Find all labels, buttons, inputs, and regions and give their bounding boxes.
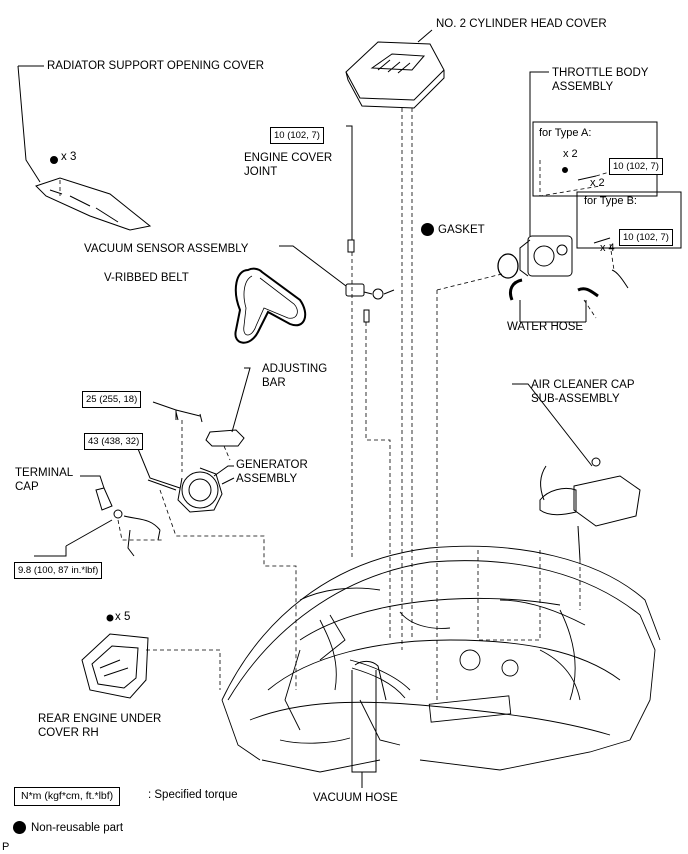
label-air-cleaner-line2: SUB-ASSEMBLY bbox=[531, 393, 620, 405]
torque-engine-cover-joint: 10 (102, 7) bbox=[270, 127, 324, 144]
label-adjusting-bar-line1: ADJUSTING bbox=[262, 363, 328, 375]
label-generator-line2: ASSEMBLY bbox=[236, 473, 298, 485]
rear-under-cover-drawing bbox=[81, 614, 149, 699]
label-generator-line1: GENERATOR bbox=[236, 459, 308, 471]
label-gasket: GASKET bbox=[438, 224, 485, 236]
label-rear-under-cover-line2: COVER RH bbox=[38, 727, 99, 739]
label-water-hose: WATER HOSE bbox=[507, 321, 584, 333]
torque-terminal-nut: 9.8 (100, 87 in.*lbf) bbox=[14, 562, 103, 579]
label-vacuum-sensor: VACUUM SENSOR ASSEMBLY bbox=[84, 243, 249, 255]
throttle-body-drawing bbox=[519, 235, 573, 277]
adjusting-bar-drawing bbox=[205, 429, 245, 447]
label-adjusting-bar-line2: BAR bbox=[262, 377, 286, 389]
label-for-type-a: for Type A: bbox=[539, 127, 592, 139]
label-cylinder-head-cover: NO. 2 CYLINDER HEAD COVER bbox=[436, 18, 607, 30]
label-terminal-cap-line2: CAP bbox=[15, 481, 39, 493]
legend-specified-torque: : Specified torque bbox=[148, 789, 238, 801]
legend-torque-unit: N*m (kgf*cm, ft.*lbf) bbox=[14, 787, 121, 806]
label-engine-cover-joint-line2: JOINT bbox=[244, 166, 278, 178]
label-terminal-cap-line1: TERMINAL bbox=[15, 467, 74, 479]
corner-code: P bbox=[2, 841, 10, 853]
qty-radiator-bolts: x 3 bbox=[61, 151, 77, 163]
label-rear-under-cover-line1: REAR ENGINE UNDER bbox=[38, 713, 162, 725]
v-ribbed-belt-drawing bbox=[234, 267, 307, 344]
qty-type-a-1: x 2 bbox=[563, 148, 578, 160]
label-engine-cover-joint-line1: ENGINE COVER bbox=[244, 152, 333, 164]
terminal-cap-drawing bbox=[95, 487, 113, 511]
vacuum-sensor-drawing bbox=[345, 283, 395, 323]
torque-type-b: 10 (102, 7) bbox=[619, 229, 673, 246]
torque-generator-bolt: 43 (438, 32) bbox=[84, 433, 144, 450]
legend-non-reusable-part: Non-reusable part bbox=[31, 822, 124, 834]
qty-rear-cover-bolts: x 5 bbox=[115, 611, 131, 623]
engine-bay-illustration bbox=[221, 545, 661, 773]
label-v-ribbed-belt: V-RIBBED BELT bbox=[104, 272, 189, 284]
type-b-frame bbox=[576, 191, 682, 249]
label-for-type-b: for Type B: bbox=[584, 195, 637, 207]
torque-type-a: 10 (102, 7) bbox=[609, 158, 663, 175]
label-vacuum-hose: VACUUM HOSE bbox=[313, 792, 398, 804]
label-throttle-body-line1: THROTTLE BODY bbox=[552, 67, 649, 79]
qty-type-b: x 4 bbox=[600, 242, 615, 254]
label-radiator-support-cover: RADIATOR SUPPORT OPENING COVER bbox=[47, 60, 265, 72]
cylinder-head-cover-drawing bbox=[345, 41, 445, 109]
air-cleaner-cap-drawing bbox=[539, 457, 641, 527]
qty-type-a-2: x 2 bbox=[590, 177, 605, 189]
label-throttle-body-line2: ASSEMBLY bbox=[552, 81, 614, 93]
torque-adjusting-bar: 25 (255, 18) bbox=[82, 391, 142, 408]
label-air-cleaner-line1: AIR CLEANER CAP bbox=[531, 379, 635, 391]
generator-drawing bbox=[177, 467, 235, 513]
radiator-cover-drawing bbox=[35, 156, 152, 231]
gasket-drawing bbox=[497, 253, 519, 279]
legend-non-reusable-marker bbox=[13, 821, 26, 834]
non-reusable-marker-gasket bbox=[421, 223, 434, 236]
